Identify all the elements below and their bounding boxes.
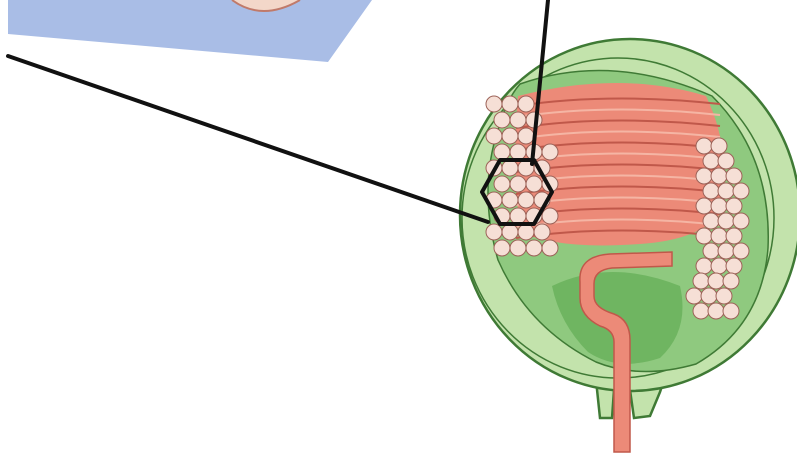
particle (716, 288, 732, 304)
particle (726, 168, 742, 184)
particle (718, 153, 734, 169)
particle (494, 240, 510, 256)
particle (703, 183, 719, 199)
particle (726, 258, 742, 274)
particle (723, 303, 739, 319)
particle (510, 144, 526, 160)
particle (502, 192, 518, 208)
particle (542, 240, 558, 256)
particle (502, 96, 518, 112)
particle (502, 160, 518, 176)
particle (703, 213, 719, 229)
particle (510, 240, 526, 256)
particle (686, 288, 702, 304)
particle (703, 153, 719, 169)
particle (711, 198, 727, 214)
particle (711, 228, 727, 244)
particle (693, 303, 709, 319)
particle (526, 176, 542, 192)
particle (494, 144, 510, 160)
particle (718, 213, 734, 229)
particle (723, 273, 739, 289)
particle (708, 273, 724, 289)
particle (726, 228, 742, 244)
particle (486, 224, 502, 240)
particle (696, 258, 712, 274)
particle (518, 96, 534, 112)
particle (718, 243, 734, 259)
particle (518, 224, 534, 240)
particle (701, 288, 717, 304)
pointer-line-diagonal (8, 56, 488, 222)
particle (726, 198, 742, 214)
particle (711, 258, 727, 274)
particle (510, 208, 526, 224)
particle (526, 240, 542, 256)
particle (693, 273, 709, 289)
particle (494, 176, 510, 192)
particle (486, 128, 502, 144)
particle (518, 128, 534, 144)
particle (711, 168, 727, 184)
particle (696, 168, 712, 184)
blue-panel (8, 0, 372, 62)
particle (733, 183, 749, 199)
particle (502, 224, 518, 240)
particle (703, 243, 719, 259)
particle (711, 138, 727, 154)
particle (696, 198, 712, 214)
particle (510, 176, 526, 192)
particle (534, 224, 550, 240)
particle (708, 303, 724, 319)
particle (718, 183, 734, 199)
particle (696, 138, 712, 154)
particle (542, 144, 558, 160)
particle (510, 112, 526, 128)
particle (486, 96, 502, 112)
particle (518, 192, 534, 208)
particle (494, 112, 510, 128)
particle (696, 228, 712, 244)
particle (733, 213, 749, 229)
particle (502, 128, 518, 144)
particle (542, 208, 558, 224)
particle (733, 243, 749, 259)
